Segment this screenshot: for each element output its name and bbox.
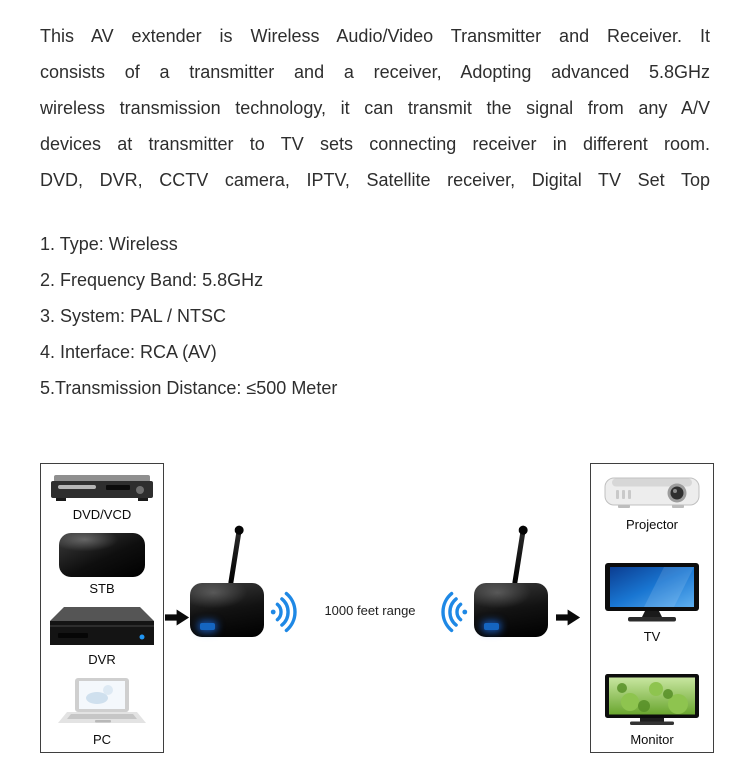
device-label: DVD/VCD [72,507,132,522]
source-to-transmitter-arrow-icon [165,609,190,626]
intro-line: This AV extender is Wireless Audio/Video… [40,26,710,46]
intro-paragraph: This AV extender is Wireless Audio/Video… [40,18,710,198]
intro-line: consists of a transmitter and a receiver… [40,62,710,82]
device-dvd: DVD/VCD [50,473,154,522]
led-indicator [200,623,215,630]
antenna-icon [512,529,526,586]
spec-list: 1. Type: Wireless 2. Frequency Band: 5.8… [40,226,710,406]
antenna-icon [228,529,242,586]
device-monitor: Monitor [604,674,700,747]
laptop-icon [58,677,146,723]
receiver-unit [472,527,552,639]
intro-line: DVD, DVR, CCTV camera, IPTV, Satellite r… [40,170,710,190]
device-tv: TV [604,562,700,644]
projector-icon [604,477,700,508]
spec-item: 2. Frequency Band: 5.8GHz [40,270,264,290]
intro-line: devices at transmitter to TV sets connec… [40,134,710,154]
stb-icon [59,532,145,577]
transmitter-unit [188,527,268,639]
transmitter-body [190,583,264,637]
device-label: TV [643,628,661,644]
connection-diagram: DVD/VCD STB DVR [0,461,750,761]
intro-line: wireless transmission technology, it can… [40,98,710,118]
device-label: Projector [625,517,679,532]
device-label: Monitor [630,732,674,747]
spec-item: 1. Type: Wireless [40,234,178,254]
device-label: PC [92,731,112,747]
spec-item: 3. System: PAL / NTSC [40,306,227,326]
device-label: STB [89,580,115,596]
display-devices-box: Projector TV [590,463,714,753]
range-label: 1000 feet range [324,603,416,618]
wifi-signal-icon [270,591,297,633]
spec-item: 5.Transmission Distance: ≤500 Meter [40,378,338,398]
led-indicator [484,623,499,630]
receiver-to-display-arrow-icon [556,609,581,626]
source-devices-box: DVD/VCD STB DVR [40,463,164,753]
device-pc: PC [56,677,148,747]
dvd-player-icon [51,475,153,501]
device-stb: STB [59,532,145,596]
monitor-icon [605,674,699,725]
wifi-signal-icon [441,591,468,633]
spec-item: 4. Interface: RCA (AV) [40,342,217,362]
device-label: DVR [88,652,116,668]
device-projector: Projector [604,473,700,532]
tv-icon [605,562,699,621]
dvr-icon [50,607,154,646]
receiver-body [474,583,548,637]
device-dvr: DVR [50,606,154,667]
